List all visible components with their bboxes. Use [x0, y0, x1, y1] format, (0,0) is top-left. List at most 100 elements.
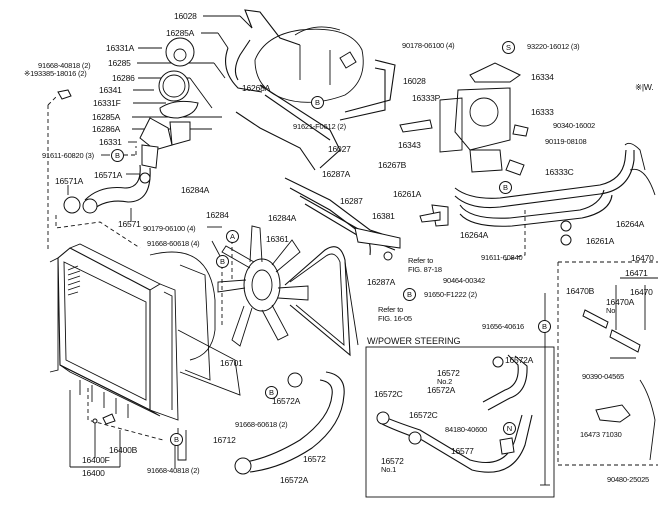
label-16264A-right: 16264A [616, 219, 645, 229]
label-91611-60820: 91611-60820 (3) [42, 151, 94, 160]
ps-label-16572A-mid: 16572A [427, 385, 456, 395]
label-90178-06100: 90178-06100 (4) [402, 41, 455, 50]
label-16333P: 16333P [412, 93, 441, 103]
label-16571A-right: 16571A [94, 170, 123, 180]
label-16287A-bottom: 16287A [367, 277, 396, 287]
label-16343: 16343 [398, 140, 421, 150]
label-16284A-bottom: 16284A [268, 213, 297, 223]
symbol-b: B [499, 181, 512, 194]
label-16400F: 16400F [82, 455, 110, 465]
label-16572A-bottom: 16572A [280, 475, 309, 485]
thermostat-housing [254, 26, 364, 103]
label-91668-60618-2: 91668-60618 (2) [235, 420, 288, 429]
label-93385-18016: ※193385-18016 (2) [24, 69, 87, 78]
label-16341: 16341 [99, 85, 122, 95]
label-16286: 16286 [112, 73, 135, 83]
ref-fig-87-18-line1[interactable]: Refer to [408, 256, 434, 265]
ps-label-no2: No.2 [437, 377, 453, 386]
label-16284: 16284 [206, 210, 229, 220]
upper-radiator-hose [63, 164, 151, 214]
ps-label-16572C-left: 16572C [374, 389, 403, 399]
label-90119-08108: 90119-08108 [545, 137, 587, 146]
label-16572: 16572 [303, 454, 326, 464]
label-16284A-left: 16284A [181, 185, 210, 195]
label-16701: 16701 [220, 358, 243, 368]
label-91621-F0612: 91621-F0612 (2) [293, 122, 346, 131]
label-16471: 16471 [625, 268, 648, 278]
label-16571: 16571 [118, 219, 141, 229]
symbol-b: B [170, 433, 183, 446]
power-steering-box [365, 346, 555, 498]
label-16470A: 16470A [606, 297, 635, 307]
label-16381: 16381 [372, 211, 395, 221]
label-93220-16012: 93220-16012 (3) [527, 42, 580, 51]
ref-fig-87-18-line2[interactable]: FIG. 87-18 [408, 265, 442, 274]
label-16470A-no: No [606, 306, 616, 315]
label-16333C: 16333C [545, 167, 574, 177]
label-16287A-top: 16287A [322, 169, 351, 179]
label-16285A-top: 16285A [166, 28, 195, 38]
ps-label-16577: 16577 [451, 446, 474, 456]
label-16572A-mid: 16572A [272, 396, 301, 406]
choke-pipe-group [540, 261, 658, 486]
lower-radiator-hose [234, 371, 345, 475]
label-16400: 16400 [82, 468, 105, 478]
label-16261A-right: 16261A [586, 236, 615, 246]
label-91650-F1222: 91650-F1222 (2) [424, 290, 477, 299]
label-16470: 16470 [631, 253, 654, 263]
symbol-b: B [111, 149, 124, 162]
symbol-b: B [403, 288, 416, 301]
ref-fig-16-05-line2[interactable]: FIG. 16-05 [378, 314, 412, 323]
label-16285A: 16285A [92, 112, 121, 122]
label-16028-right: 16028 [403, 76, 426, 86]
label-16267B: 16267B [378, 160, 407, 170]
label-16571A-left: 16571A [55, 176, 84, 186]
label-16331A: 16331A [106, 43, 135, 53]
ref-fig-16-05-line1[interactable]: Refer to [378, 305, 404, 314]
radiator [49, 243, 241, 421]
label-16261A-left: 16261A [393, 189, 422, 199]
label-91668-60618-4: 91668-60618 (4) [147, 239, 200, 248]
cooling-fan [217, 225, 309, 347]
label-16470-right: 16470 [630, 287, 653, 297]
ps-label-16572-no2: 16572 [437, 368, 460, 378]
radiator-fins [67, 265, 81, 296]
label-91656-40616: 91656-40616 [482, 322, 525, 331]
symbol-b: B [311, 96, 324, 109]
label-16333: 16333 [531, 107, 554, 117]
label-16027: 16027 [328, 144, 351, 154]
label-91611-60840: 91611-60840 [481, 253, 523, 262]
label-90464-00342: 90464-00342 [443, 276, 486, 285]
label-16286A: 16286A [92, 124, 121, 134]
ps-label-84180-40600: 84180-40600 [445, 425, 488, 434]
ps-label-no1: No.1 [381, 465, 397, 474]
symbol-b: B [216, 255, 229, 268]
water-inlet-housing [399, 62, 529, 176]
label-16264A-left: 16264A [460, 230, 489, 240]
ps-label-16572C-right: 16572C [409, 410, 438, 420]
label-16361: 16361 [266, 234, 289, 244]
ps-label-16572-no1: 16572 [381, 456, 404, 466]
label-90480-25025: 90480-25025 [607, 475, 650, 484]
label-16285: 16285 [108, 58, 131, 68]
symbol-a: A [226, 230, 239, 243]
symbol-b: B [265, 386, 278, 399]
label-16268A: 16268A [242, 83, 271, 93]
heater-pipes [454, 142, 656, 261]
symbol-s: S [502, 41, 515, 54]
label-90340-16002: 90340-16002 [553, 121, 596, 130]
label-16028-top: 16028 [174, 11, 197, 21]
label-16712: 16712 [213, 435, 236, 445]
power-steering-header: W/POWER STEERING [367, 336, 461, 346]
symbol-b: B [538, 320, 551, 333]
label-91668-40818-2: 91668-40818 (2) [147, 466, 200, 475]
hose-16287 [299, 195, 449, 261]
label-16334: 16334 [531, 72, 554, 82]
label-90179-06100-4: 90179-06100 (4) [143, 224, 196, 233]
label-16470B: 16470B [566, 286, 595, 296]
label-16331F: 16331F [93, 98, 121, 108]
symbol-n: N [503, 422, 516, 435]
note-marker: ※|W. [635, 82, 654, 92]
